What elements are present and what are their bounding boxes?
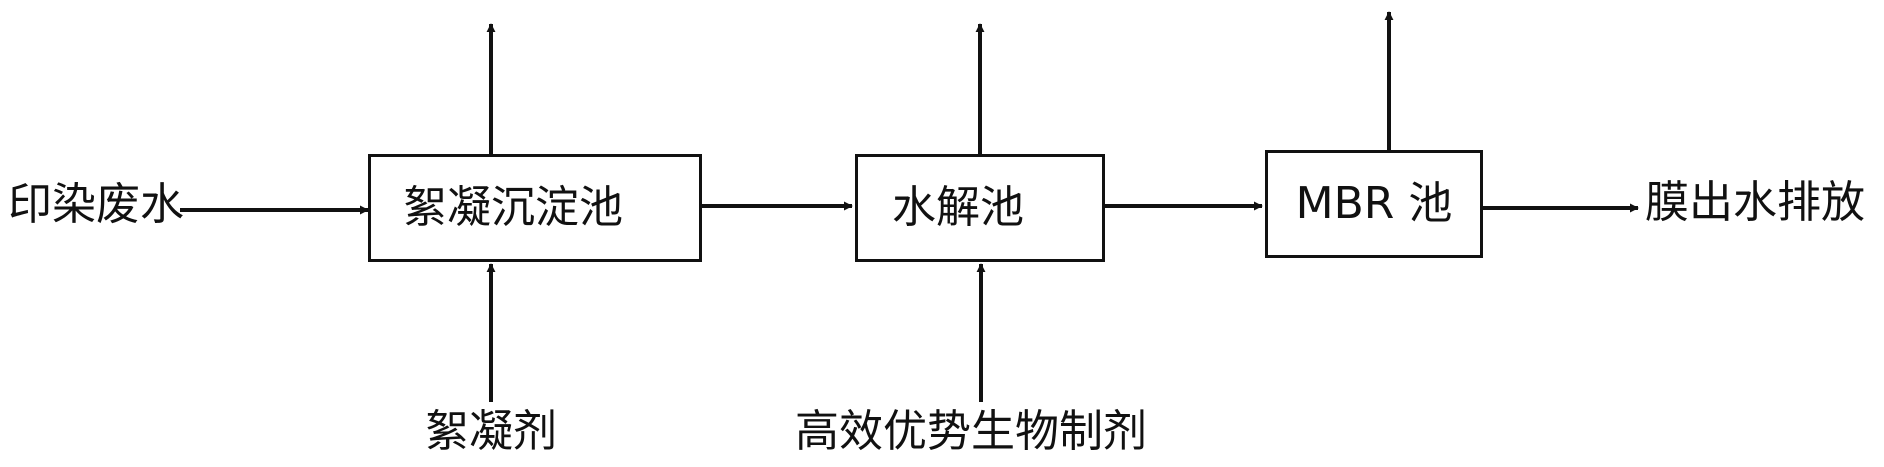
output-label: 膜出水排放: [1645, 177, 1865, 228]
additive-label-flocculant: 絮凝剂: [425, 406, 557, 457]
node-label: 水解池: [892, 182, 1024, 233]
node-flocculation-tank: 絮凝沉淀池: [368, 154, 702, 262]
additive-label-bioagent: 高效优势生物制剂: [795, 406, 1147, 457]
node-label: MBR 池: [1295, 178, 1453, 229]
input-label: 印染废水: [8, 179, 184, 230]
node-hydrolysis-tank: 水解池: [855, 154, 1105, 262]
node-label: 絮凝沉淀池: [403, 182, 623, 233]
node-mbr-tank: MBR 池: [1265, 150, 1483, 258]
